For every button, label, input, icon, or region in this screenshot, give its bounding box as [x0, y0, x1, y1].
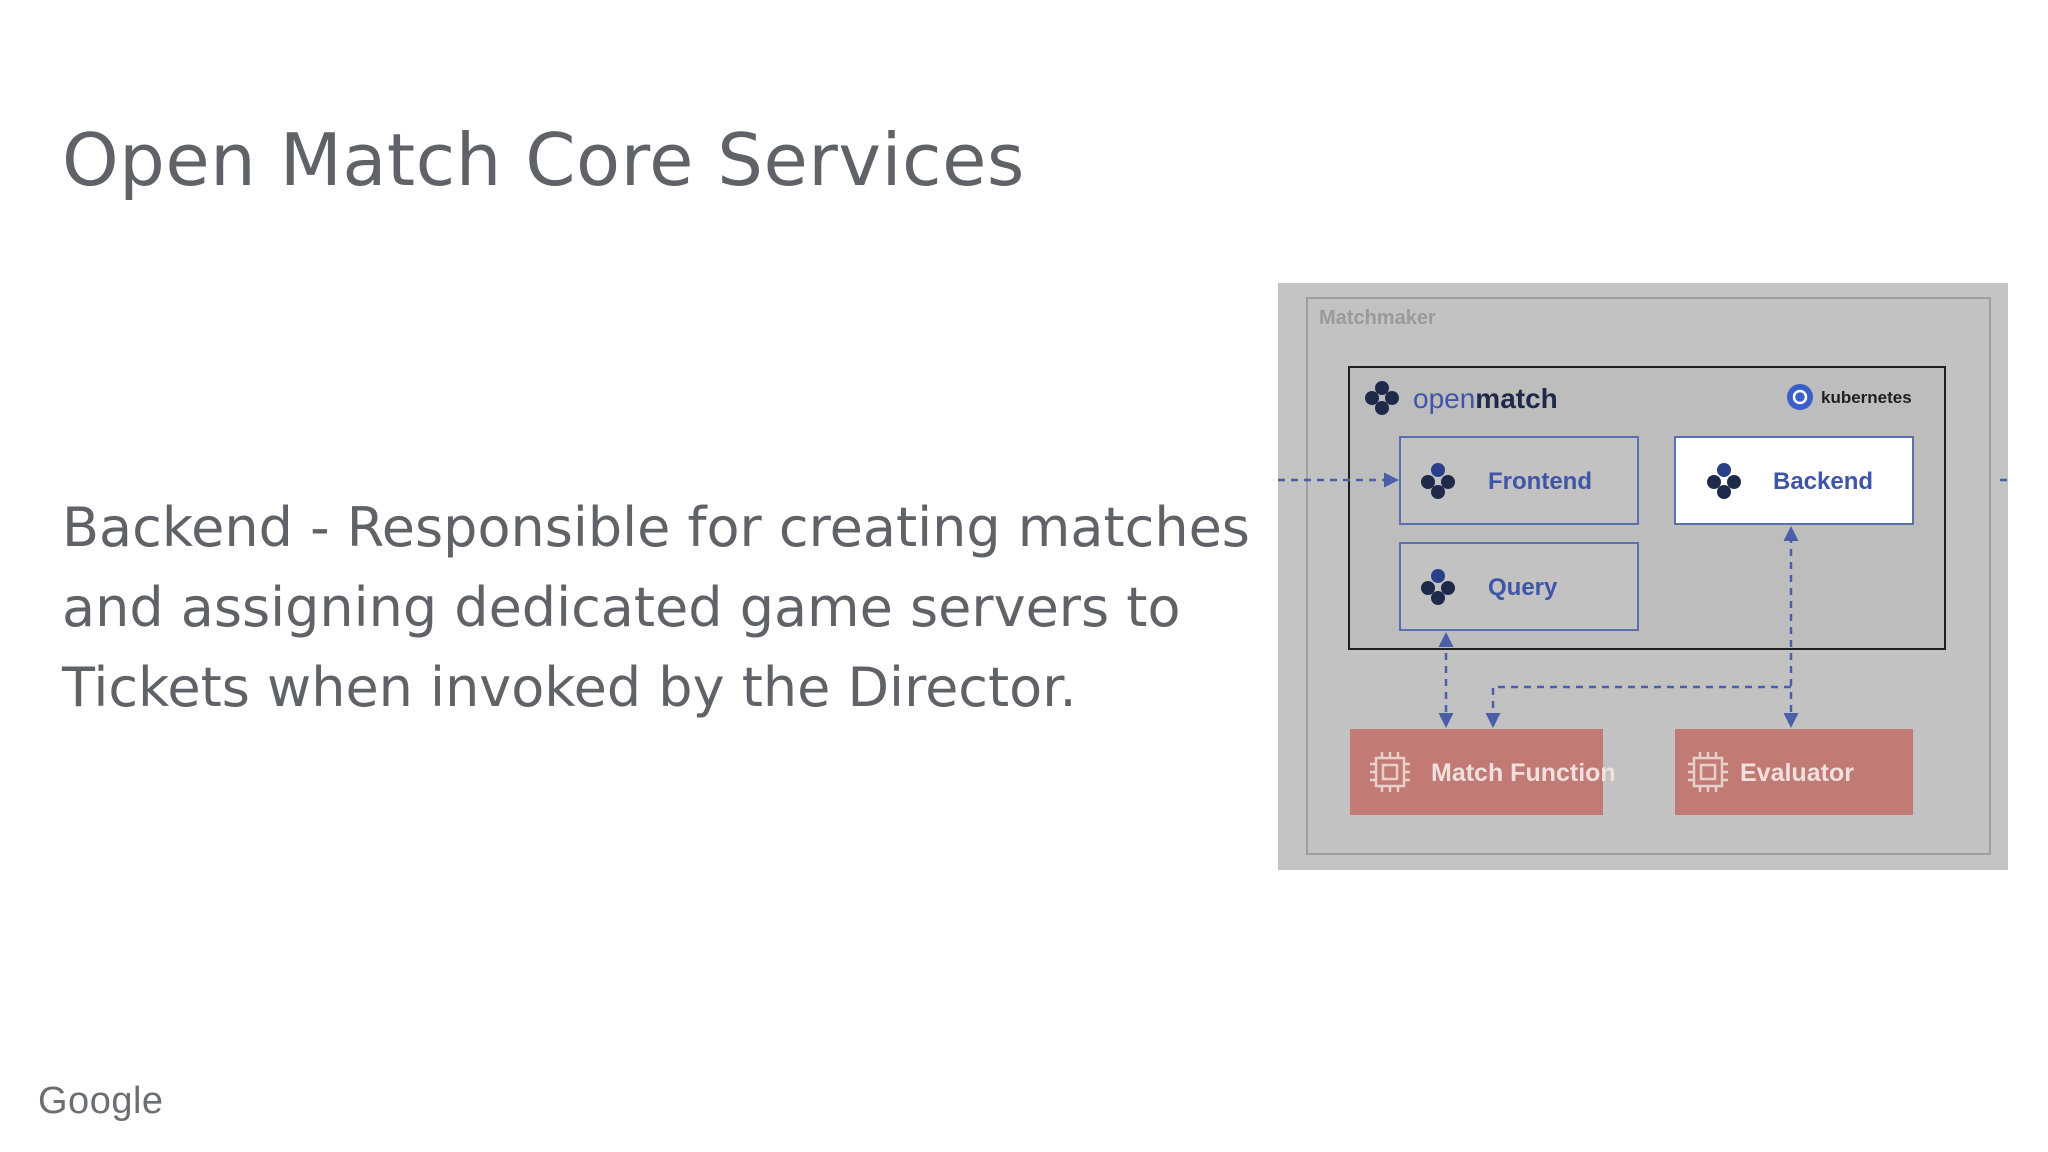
frontend-node [1399, 436, 1639, 525]
slide-body-text: Backend - Responsible for creating match… [62, 496, 1250, 719]
brand-bold: match [1475, 383, 1557, 414]
matchmaker-label: Matchmaker [1319, 307, 1436, 329]
evaluator-label: Evaluator [1740, 759, 1854, 787]
open-match-logo-icon [1365, 381, 1399, 415]
kubernetes-label: kubernetes [1821, 388, 1912, 407]
google-logo: Google [38, 1080, 164, 1122]
match-function-chip-icon [1370, 752, 1410, 792]
frontend-label: Frontend [1488, 468, 1592, 495]
backend-node-icon [1707, 463, 1741, 499]
brand-light: open [1413, 383, 1475, 414]
backend-label: Backend [1773, 468, 1873, 495]
query-node-icon [1421, 569, 1455, 605]
evaluator-chip-icon [1688, 752, 1728, 792]
slide-title: Open Match Core Services [62, 118, 1025, 202]
open-match-brand: openmatch [1413, 383, 1558, 414]
architecture-diagram: Matchmaker openmatch kubernetes Frontend [1278, 283, 2008, 870]
frontend-node-icon [1421, 463, 1455, 499]
match-function-node [1350, 729, 1603, 815]
query-node [1399, 542, 1639, 631]
match-function-label: Match Function [1431, 759, 1616, 787]
kubernetes-icon [1787, 384, 1813, 410]
query-label: Query [1488, 574, 1558, 601]
